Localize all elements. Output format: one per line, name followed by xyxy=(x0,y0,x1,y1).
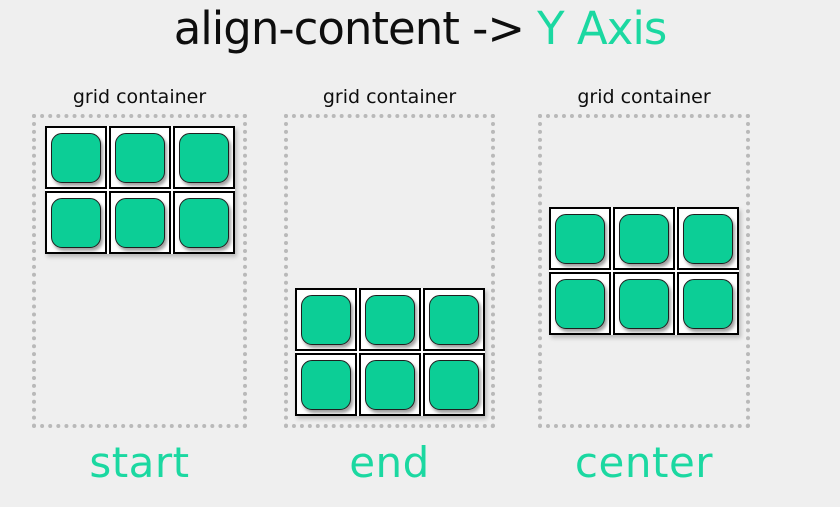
grid-container-center xyxy=(538,114,750,428)
grid-item-tile xyxy=(114,197,165,248)
panel-align-center: grid container xyxy=(538,85,750,428)
title-axis-text: Y Axis xyxy=(537,2,667,55)
grid-cell xyxy=(44,191,107,254)
grid-block xyxy=(44,126,235,254)
grid-item-tile xyxy=(364,294,415,345)
value-label-start: start xyxy=(89,438,190,487)
grid-item-tile xyxy=(683,278,733,329)
grid-item-tile xyxy=(555,213,605,264)
title-property-text: align-content -> xyxy=(173,2,525,55)
grid-item-tile xyxy=(178,197,229,248)
grid-cell xyxy=(294,353,357,416)
grid-item-tile xyxy=(619,213,669,264)
grid-cell xyxy=(294,288,357,351)
grid-block xyxy=(549,207,739,335)
grid-item-tile xyxy=(364,359,415,410)
grid-item-tile xyxy=(428,359,479,410)
grid-item-tile xyxy=(555,278,605,329)
grid-item-tile xyxy=(50,132,101,183)
grid-item-tile xyxy=(300,359,351,410)
grid-cell xyxy=(44,126,107,189)
grid-item-tile xyxy=(50,197,101,248)
grid-item-tile xyxy=(178,132,229,183)
grid-cell xyxy=(613,272,675,335)
grid-container-end xyxy=(284,114,495,428)
panel-align-end: grid container xyxy=(284,85,495,428)
grid-cell xyxy=(108,191,171,254)
grid-container-start xyxy=(32,114,247,428)
grid-item-tile xyxy=(683,213,733,264)
grid-item-tile xyxy=(428,294,479,345)
grid-cell xyxy=(172,191,235,254)
page-title: align-content ->Y Axis xyxy=(0,2,840,55)
grid-item-tile xyxy=(114,132,165,183)
value-label-center: center xyxy=(574,438,714,487)
grid-cell xyxy=(422,353,485,416)
grid-container-label: grid container xyxy=(577,86,711,108)
grid-cell xyxy=(358,353,421,416)
grid-cell xyxy=(613,207,675,270)
grid-cell xyxy=(108,126,171,189)
value-label-end: end xyxy=(349,438,430,487)
grid-item-tile xyxy=(619,278,669,329)
panel-align-start: grid container xyxy=(32,85,247,428)
grid-block xyxy=(294,288,485,416)
grid-cell xyxy=(549,207,611,270)
grid-cell xyxy=(172,126,235,189)
grid-cell xyxy=(677,207,739,270)
grid-cell xyxy=(358,288,421,351)
grid-cell xyxy=(422,288,485,351)
grid-cell xyxy=(677,272,739,335)
grid-container-label: grid container xyxy=(322,86,457,108)
grid-container-label: grid container xyxy=(72,86,207,108)
grid-cell xyxy=(549,272,611,335)
grid-item-tile xyxy=(300,294,351,345)
